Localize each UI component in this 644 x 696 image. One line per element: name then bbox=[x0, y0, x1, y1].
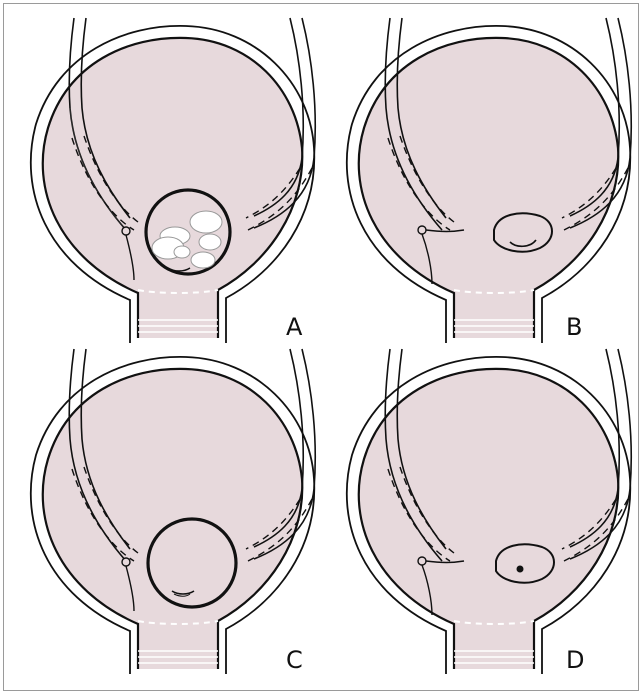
bladder-wall bbox=[31, 357, 314, 674]
panel-label-b: B bbox=[566, 313, 582, 341]
bladder-diagram-b bbox=[334, 18, 644, 348]
ureterocele-orifice bbox=[517, 566, 524, 573]
figure-frame: A bbox=[3, 3, 639, 691]
panel-a: A bbox=[18, 18, 328, 348]
panel-b: B bbox=[334, 18, 644, 348]
bladder-diagram-d bbox=[334, 349, 644, 679]
panel-label-a: A bbox=[286, 313, 302, 341]
bladder-diagram-c bbox=[18, 349, 328, 679]
bladder-diagram-a bbox=[18, 18, 328, 348]
bladder-wall bbox=[347, 357, 630, 674]
bladder-wall bbox=[31, 26, 314, 343]
panel-label-c: C bbox=[286, 646, 303, 674]
collapsed-ureterocele bbox=[496, 544, 554, 582]
panel-c: C bbox=[18, 349, 328, 679]
collapsed-ureterocele bbox=[494, 213, 552, 251]
ureterocele bbox=[148, 519, 236, 607]
panel-label-d: D bbox=[566, 646, 584, 674]
ureterocele bbox=[146, 190, 230, 274]
bladder-wall bbox=[347, 26, 630, 343]
panel-d: D bbox=[334, 349, 644, 679]
